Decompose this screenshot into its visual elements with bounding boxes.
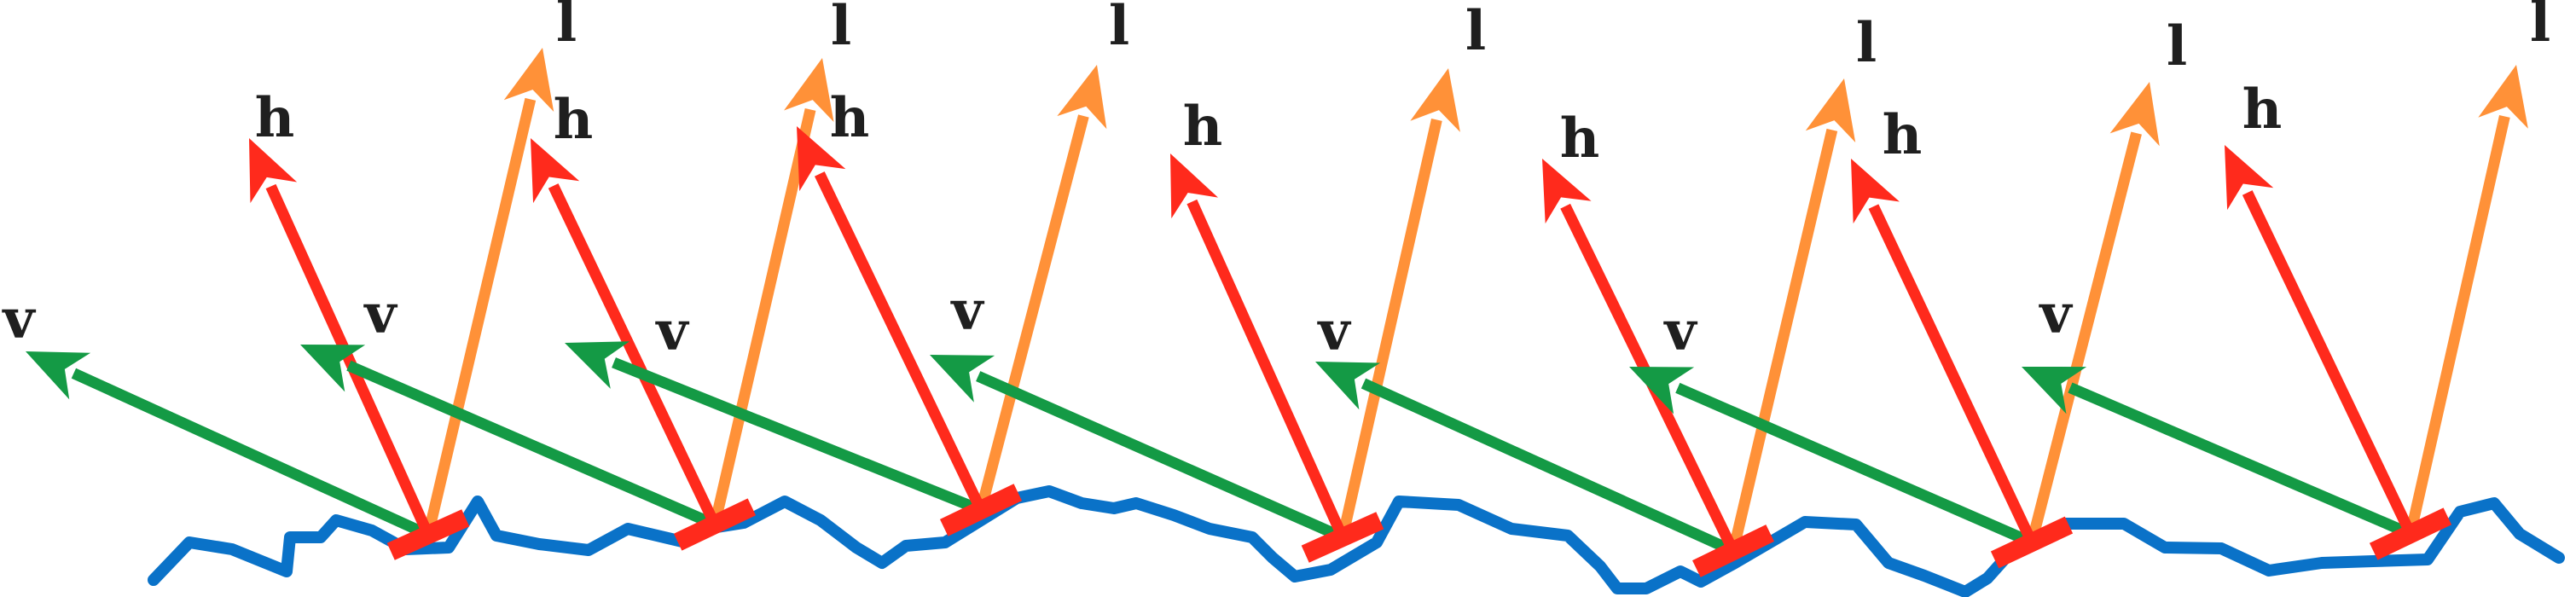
view-vector-arrow-3 <box>565 341 983 516</box>
view-vector-label-7: v <box>2038 282 2073 346</box>
half-vector-arrow-7 <box>2225 145 2416 536</box>
view-vector-label-5: v <box>1316 299 1351 363</box>
view-vector-arrow-4 <box>930 355 1345 542</box>
microfacet-7 <box>2369 507 2452 560</box>
half-vector-label-2: h <box>554 88 594 152</box>
half-vector-arrow-5 <box>1542 159 1738 554</box>
half-vector-arrow-2 <box>531 138 720 527</box>
half-vector-label-5: h <box>1560 107 1600 171</box>
view-vector-arrow-1 <box>26 351 431 540</box>
light-vector-arrow-3 <box>975 65 1107 512</box>
view-vector-label-6: v <box>1662 299 1697 363</box>
vector-arrows <box>26 48 2528 556</box>
microfacet-4 <box>1301 512 1384 563</box>
light-vector-arrow-7 <box>2405 65 2528 536</box>
view-vector-label-3: v <box>654 299 689 363</box>
half-vector-label-7: h <box>2242 78 2283 142</box>
microfacet-3 <box>939 484 1023 536</box>
microfacet-5 <box>1692 525 1774 577</box>
view-vector-arrow-7 <box>2022 367 2413 539</box>
light-vector-arrow-5 <box>1727 78 1856 553</box>
light-vector-label-4: l <box>1465 0 1486 63</box>
microfacet-segments <box>386 484 2452 577</box>
light-vector-label-1: l <box>556 0 577 55</box>
view-vector-arrow-5 <box>1315 362 1736 556</box>
half-vector-label-3: h <box>830 86 870 150</box>
microfacet-2 <box>673 498 757 551</box>
light-vector-arrow-2 <box>709 58 834 526</box>
light-vector-arrow-1 <box>422 48 554 536</box>
half-vector-arrow-4 <box>1170 154 1348 540</box>
light-vector-arrow-6 <box>2026 82 2160 544</box>
view-vector-arrow-2 <box>300 345 717 530</box>
microfacet-6 <box>1990 516 2074 569</box>
view-vector-arrow-6 <box>1629 367 2034 548</box>
half-vector-arrow-6 <box>1851 159 2037 545</box>
rough-surface-profile <box>148 485 2565 597</box>
half-vector-label-6: h <box>1883 103 1923 167</box>
light-vector-label-3: l <box>1109 0 1129 58</box>
view-vector-label-4: v <box>949 279 984 343</box>
light-vector-arrow-4 <box>1337 68 1460 539</box>
half-vector-label-4: h <box>1183 95 1223 159</box>
half-vector-label-1: h <box>255 86 295 150</box>
light-vector-label-6: l <box>2167 14 2187 78</box>
light-vector-label-5: l <box>1856 11 1877 75</box>
view-vector-label-1: v <box>1 287 36 351</box>
light-vector-label-2: l <box>831 0 851 58</box>
half-vector-arrow-1 <box>249 138 433 537</box>
half-vector-arrow-3 <box>797 126 986 513</box>
microfacet-1 <box>386 509 470 560</box>
light-vector-label-7: l <box>2530 0 2550 55</box>
view-vector-label-2: v <box>363 282 397 346</box>
